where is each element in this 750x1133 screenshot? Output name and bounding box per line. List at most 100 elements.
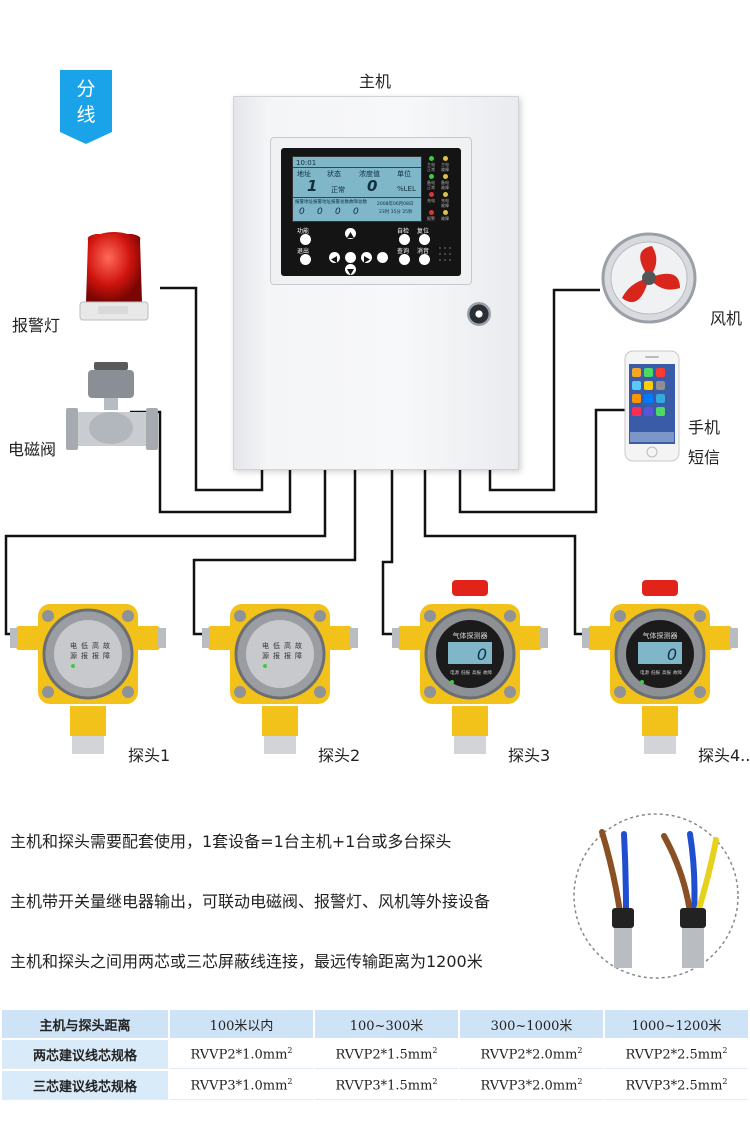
- probe-digital-title: 气体探测器: [453, 631, 488, 640]
- alarm-light-icon: [79, 232, 149, 321]
- probe-key-label: 故障: [673, 669, 682, 676]
- lcd-col-addr: 地址: [297, 170, 311, 178]
- wire-probe-4: [423, 468, 590, 636]
- arrow-right-button[interactable]: [361, 252, 372, 263]
- cabinet-lock-icon[interactable]: [467, 302, 491, 326]
- badge-line-1: 分: [76, 78, 96, 100]
- status-led-label: 正常: [427, 185, 435, 190]
- status-led-label: 故障: [441, 185, 449, 190]
- probe-key-label: 高报: [662, 669, 671, 676]
- probe-face-text: 障: [295, 651, 302, 660]
- probe-label-3: 探头3: [508, 746, 551, 765]
- status-led-label: 故障: [441, 203, 449, 208]
- probe-face-text: 报: [92, 651, 99, 660]
- lcd-bottom-value-2: 0: [317, 207, 323, 217]
- arrow-left-button[interactable]: [329, 252, 340, 263]
- selfcheck-button[interactable]: [399, 234, 410, 245]
- lcd-top-code: 10:01: [296, 159, 317, 167]
- lcd-bottom-item-2: 报警地址: [313, 200, 331, 205]
- sms-label: 短信: [688, 448, 721, 467]
- probe-key-label: 电源: [450, 669, 459, 676]
- status-led-label: 备电: [441, 180, 449, 185]
- spec-row-three-core: 三芯建议线芯规格 RVVP3*1.0mm2 RVVP3*1.5mm2 RVVP3…: [2, 1071, 748, 1100]
- probe-face-text: 高: [92, 641, 99, 650]
- probe-key-label: 低报: [651, 669, 660, 676]
- status-led-label: 故障: [441, 216, 449, 221]
- status-led: [443, 174, 448, 179]
- status-led-label: 故障: [441, 167, 449, 172]
- query-button[interactable]: [399, 254, 410, 265]
- probe-face-text: 电: [262, 641, 269, 650]
- lcd-bottom-value-1: 0: [299, 207, 305, 217]
- probe-label-2: 探头2: [318, 746, 361, 765]
- status-led: [429, 192, 434, 197]
- shielded-cable-icon: [573, 813, 739, 979]
- lcd-conc-value: 0: [367, 177, 378, 195]
- status-led: [443, 156, 448, 161]
- lcd-unit-value: %LEL: [397, 185, 416, 193]
- arrow-down-button[interactable]: [345, 264, 356, 275]
- spec-cell: RVVP3*2.0mm2: [460, 1071, 603, 1100]
- probe-face-text: 报: [273, 651, 280, 660]
- arrow-center-button[interactable]: [345, 252, 356, 263]
- spec-distance-4: 1000~1200米: [605, 1010, 748, 1038]
- description-line-1: 主机和探头需要配套使用，1套设备=1台主机+1台或多台探头: [10, 832, 452, 851]
- mobile-phone-icon: [624, 350, 680, 462]
- spec-cell: RVVP3*1.5mm2: [315, 1071, 458, 1100]
- solenoid-valve-icon: [66, 362, 158, 450]
- reset-button-label: 复位: [417, 229, 430, 235]
- status-led-label: 充电: [441, 198, 449, 203]
- fan-icon: [601, 232, 697, 324]
- split-wire-badge: 分 线: [60, 70, 112, 144]
- probe-digital-value: 0: [477, 645, 487, 664]
- probe-face-text: 报: [81, 651, 88, 660]
- status-led-label: 主电: [427, 162, 435, 167]
- lcd-date-line-1: 2008年06月08日: [377, 202, 414, 207]
- spec-distance-2: 100~300米: [315, 1010, 458, 1038]
- spec-row-label: 三芯建议线芯规格: [2, 1071, 168, 1100]
- lcd-col-unit: 单位: [397, 170, 411, 178]
- wire-phone: [458, 408, 625, 514]
- probe-key-label: 低报: [461, 669, 470, 676]
- status-led-label: 主电: [441, 162, 449, 167]
- probe-face-text: 低: [81, 641, 88, 650]
- wire-alarm-light: [160, 286, 264, 492]
- mute-button[interactable]: [419, 254, 430, 265]
- lcd-bottom-value-3: 0: [335, 207, 341, 217]
- reset-button[interactable]: [419, 234, 430, 245]
- status-led-label: 正常: [427, 167, 435, 172]
- wire-probe-3: [381, 468, 400, 636]
- spec-cell: RVVP2*1.0mm2: [170, 1040, 313, 1069]
- selfcheck-button-label: 自检: [397, 229, 410, 235]
- spec-row-two-core: 两芯建议线芯规格 RVVP2*1.0mm2 RVVP2*1.5mm2 RVVP2…: [2, 1040, 748, 1069]
- lcd-bottom-item-1: 报警地址: [295, 200, 313, 205]
- lcd-bottom-value-4: 0: [353, 207, 359, 217]
- status-led: [429, 174, 434, 179]
- arrow-up-button[interactable]: [345, 228, 356, 239]
- probe-label-1: 探头1: [128, 746, 171, 765]
- status-led-label: 报警: [427, 216, 435, 221]
- lcd-screen: 10:01 地址 状态 浓度值 单位 1 正常 0 %LEL 报警地址 报警地址…: [292, 156, 422, 222]
- mute-button-label: 消音: [417, 249, 430, 255]
- lcd-bottom-item-4: 故障总数: [349, 200, 367, 205]
- lcd-status-value: 正常: [331, 186, 345, 194]
- spec-row-label: 两芯建议线芯规格: [2, 1040, 168, 1069]
- probe-label-4: 探头4..: [698, 746, 750, 765]
- arrow-confirm-button[interactable]: [377, 252, 388, 263]
- spec-cell: RVVP3*1.0mm2: [170, 1071, 313, 1100]
- status-led-label: 充电: [427, 198, 435, 203]
- probe-face-text: 高: [284, 641, 291, 650]
- lcd-bottom-item-3: 报警总数: [331, 200, 349, 205]
- spec-cell: RVVP2*2.5mm2: [605, 1040, 748, 1069]
- exit-button[interactable]: [300, 254, 311, 265]
- probe-digital-value: 0: [667, 645, 677, 664]
- probe-key-label: 高报: [472, 669, 481, 676]
- probe-face-text: 电: [70, 641, 77, 650]
- gas-probe-1-icon: 电低高故源报报障: [10, 604, 166, 754]
- probe-key-label: 故障: [483, 669, 492, 676]
- function-button[interactable]: [300, 234, 311, 245]
- probe-digital-title: 气体探测器: [643, 631, 678, 640]
- spec-distance-1: 100米以内: [170, 1010, 313, 1038]
- wire-probe-2: [192, 468, 357, 636]
- gas-probe-3-icon: 气体探测器 0 电源低报高报故障: [392, 580, 548, 754]
